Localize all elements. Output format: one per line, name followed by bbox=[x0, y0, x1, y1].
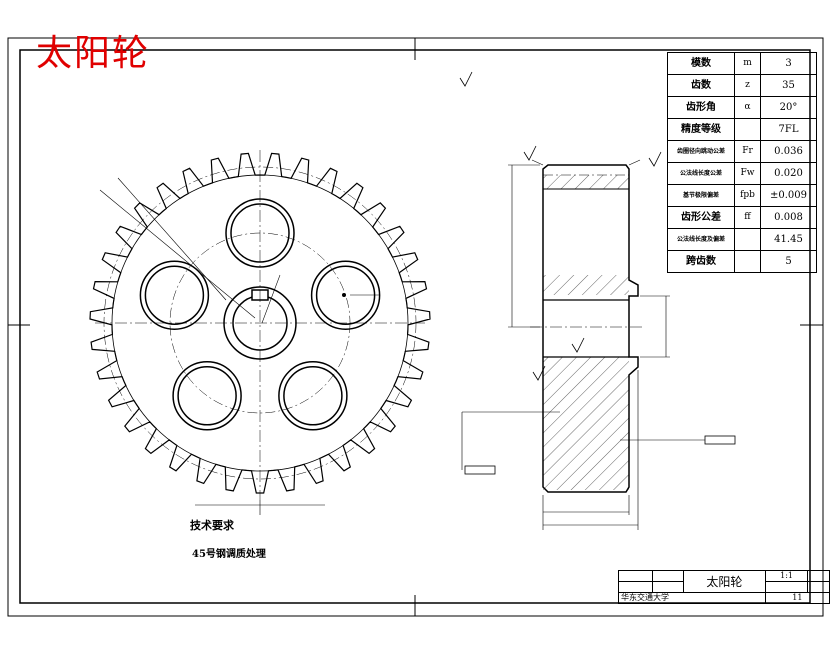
title-block-scale: 1:1 bbox=[764, 570, 809, 582]
param-symbol bbox=[734, 250, 761, 273]
param-symbol: fpb bbox=[734, 184, 761, 207]
section-hatch-hub bbox=[543, 275, 629, 295]
param-name: 公法线长度公差 bbox=[667, 162, 735, 185]
param-value: 41.45 bbox=[760, 228, 817, 251]
param-symbol bbox=[734, 228, 761, 251]
param-symbol: ff bbox=[734, 206, 761, 229]
param-value: ±0.009 bbox=[760, 184, 817, 207]
param-symbol: z bbox=[734, 74, 761, 97]
table-row: 齿数 z 35 bbox=[667, 74, 817, 97]
table-row bbox=[617, 581, 830, 593]
lightening-hole bbox=[172, 361, 242, 431]
param-value: 0.008 bbox=[760, 206, 817, 229]
section-dimension-lines bbox=[461, 159, 705, 530]
param-symbol bbox=[734, 118, 761, 141]
drawing-title: 太阳轮 bbox=[36, 33, 151, 74]
table-row: 齿形公差 ff 0.008 bbox=[667, 206, 817, 229]
table-row: 基节极限偏差 fpb ±0.009 bbox=[667, 184, 817, 207]
section-hatch-upper bbox=[543, 175, 629, 189]
param-name: 齿圈径向跳动公差 bbox=[667, 140, 735, 163]
technical-requirement-item: 45号钢调质处理 bbox=[192, 549, 266, 560]
table-row: 模数 m 3 bbox=[667, 52, 817, 75]
table-row: 齿形角 α 20° bbox=[667, 96, 817, 119]
table-row: 跨齿数 5 bbox=[667, 250, 817, 273]
section-outline bbox=[542, 164, 639, 493]
lightening-hole bbox=[283, 366, 343, 426]
gear-parameter-table: 模数 m 3 齿数 z 35 齿形角 α 20° 精度等级 7FL 齿圈径向跳动… bbox=[667, 52, 817, 273]
table-row: 华东交通大学 11 bbox=[618, 592, 830, 604]
technical-requirements-heading: 技术要求 bbox=[190, 519, 234, 532]
gear-dimension-lines bbox=[99, 177, 380, 515]
param-value: 20° bbox=[760, 96, 817, 119]
table-row: 齿圈径向跳动公差 Fr 0.036 bbox=[667, 140, 817, 163]
lightening-hole bbox=[278, 361, 348, 431]
section-hatch-lower bbox=[543, 357, 629, 490]
param-name: 精度等级 bbox=[667, 118, 735, 141]
geometric-tolerance-frames bbox=[464, 435, 736, 475]
param-name: 齿形角 bbox=[667, 96, 735, 119]
param-symbol: Fr bbox=[734, 140, 761, 163]
param-name: 齿形公差 bbox=[667, 206, 735, 229]
roughness-symbols bbox=[459, 71, 662, 381]
table-row: 公法线长度公差 Fw 0.020 bbox=[667, 162, 817, 185]
title-block-sheet: 11 bbox=[764, 592, 830, 604]
param-value: 3 bbox=[760, 52, 817, 75]
gear-side-section bbox=[461, 159, 736, 530]
table-row: 太阳轮 1:1 bbox=[617, 570, 830, 593]
center-mark-dot bbox=[342, 293, 346, 297]
param-name: 模数 bbox=[667, 52, 735, 75]
param-name: 跨齿数 bbox=[667, 250, 735, 273]
table-row: 精度等级 7FL bbox=[667, 118, 817, 141]
lightening-hole bbox=[139, 260, 210, 330]
gear-front-view bbox=[89, 150, 431, 515]
param-symbol: m bbox=[734, 52, 761, 75]
param-name: 齿数 bbox=[667, 74, 735, 97]
param-value: 0.020 bbox=[760, 162, 817, 185]
param-value: 5 bbox=[760, 250, 817, 273]
table-row: 公法线长度及偏差 41.45 bbox=[667, 228, 817, 251]
lightening-hole bbox=[144, 265, 205, 325]
lightening-hole bbox=[177, 366, 237, 426]
param-symbol: α bbox=[734, 96, 761, 119]
title-block-part-name: 太阳轮 bbox=[683, 570, 766, 593]
centering-marks bbox=[8, 38, 823, 616]
param-value: 7FL bbox=[760, 118, 817, 141]
param-value: 0.036 bbox=[760, 140, 817, 163]
param-symbol: Fw bbox=[734, 162, 761, 185]
param-name: 公法线长度及偏差 bbox=[667, 228, 735, 251]
gear-center-lines bbox=[95, 150, 425, 500]
param-name: 基节极限偏差 bbox=[667, 184, 735, 207]
title-block: 太阳轮 1:1 华东交通大学 11 bbox=[617, 570, 830, 604]
param-value: 35 bbox=[760, 74, 817, 97]
title-block-school: 华东交通大学 bbox=[618, 592, 766, 604]
